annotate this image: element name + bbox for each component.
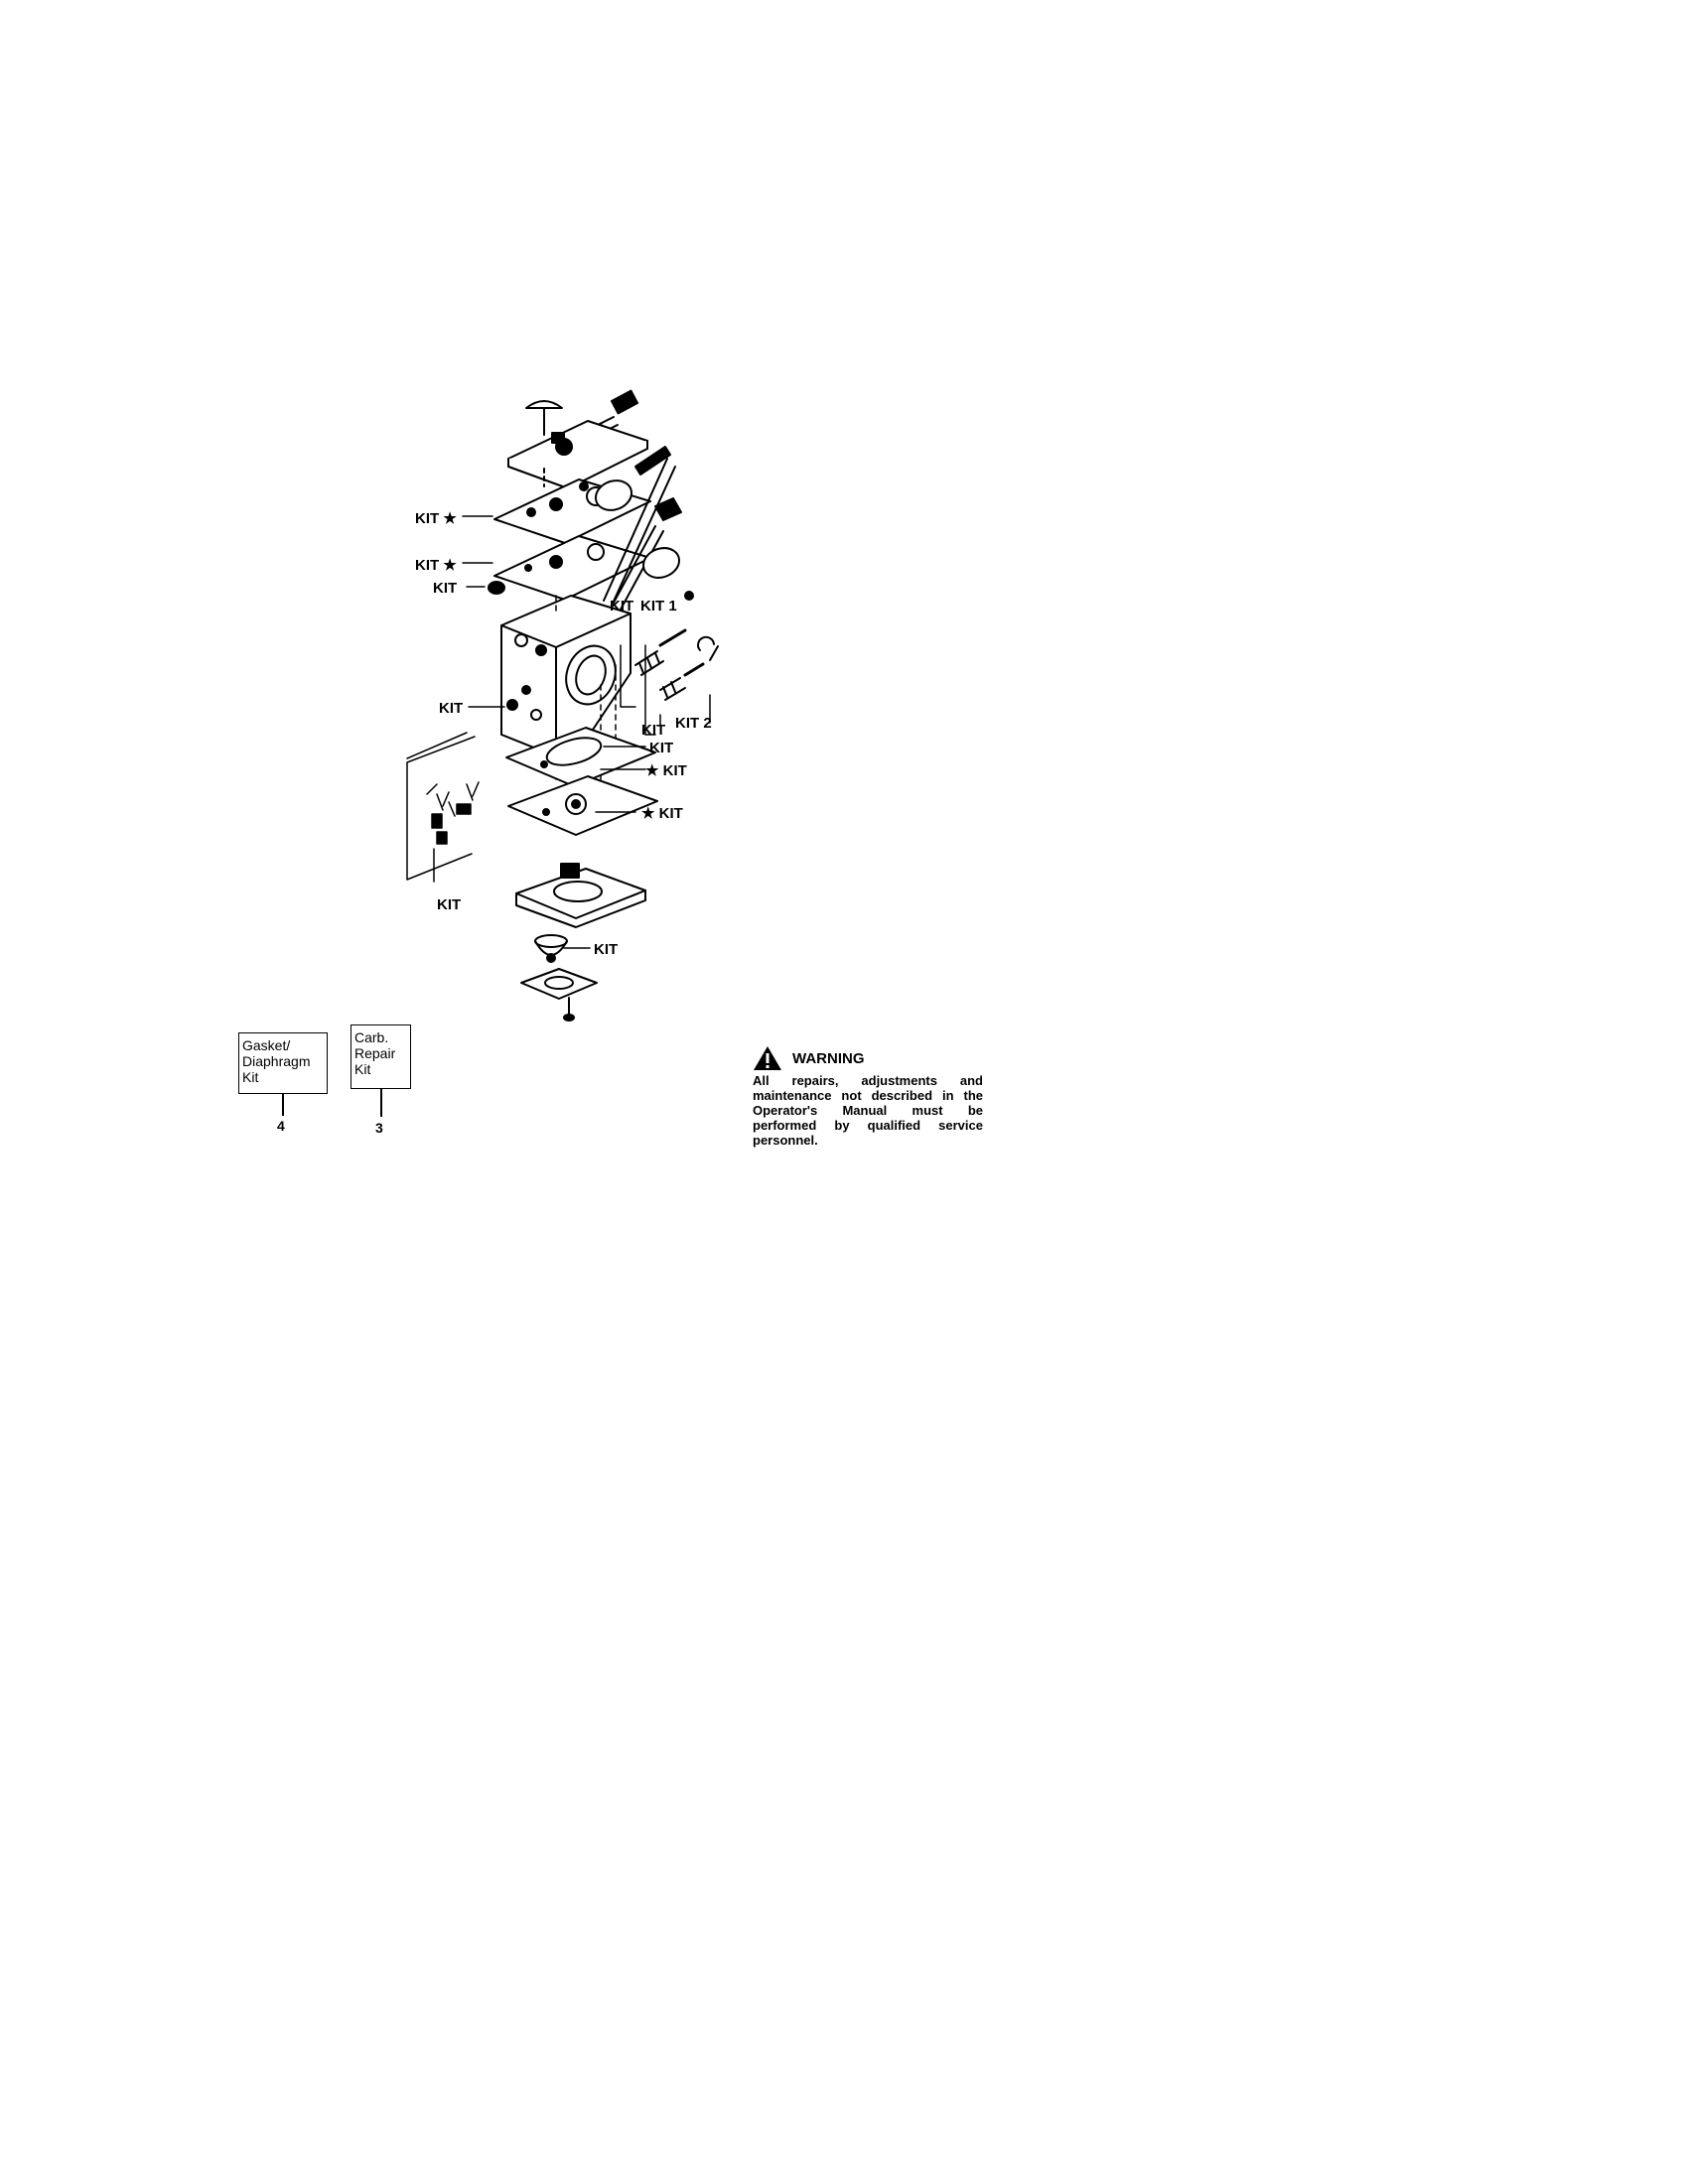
callout-kit-plug: KIT (433, 580, 457, 597)
metering-diaphragm (507, 775, 658, 836)
callout-kit-gasket-b: ★ KIT (645, 762, 687, 779)
choke-shaft (595, 497, 694, 641)
callout-kit-needle-group: KIT (610, 598, 633, 614)
kit-box-line: Diaphragm (242, 1053, 311, 1069)
warning-title: WARNING (792, 1049, 865, 1067)
kit-box-line: Kit (242, 1069, 259, 1085)
callout-kit-1: KIT 1 (640, 598, 677, 614)
warning-triangle-icon (754, 1046, 781, 1070)
callout-kit-2: KIT 2 (675, 715, 712, 732)
pump-diaphragm (493, 535, 651, 601)
primer-bulb (534, 934, 568, 963)
gasket-diaphragm-kit-box: Gasket/ Diaphragm Kit (238, 1032, 328, 1094)
kit-box-line: Kit (354, 1061, 371, 1077)
warning-notice: WARNING All repairs, adjustments and mai… (753, 1045, 983, 1148)
metering-cover (515, 863, 646, 928)
kit-box-line: Repair (354, 1045, 396, 1061)
top-screw (525, 400, 563, 436)
callout-kit-gasket-c: ★ KIT (641, 805, 683, 822)
carb-repair-kit-number: 3 (375, 1120, 383, 1136)
kit-box-line: Gasket/ (242, 1037, 291, 1053)
bottom-screw (563, 997, 575, 1022)
needle-valves (634, 628, 719, 701)
carburetor-body (500, 595, 632, 763)
callout-kit-top-diaphragm: KIT ★ (415, 557, 457, 574)
callout-kit-top-gasket: KIT ★ (415, 510, 457, 527)
pump-cover (507, 420, 648, 489)
lower-needle-kit (406, 736, 480, 881)
body-plug (506, 699, 518, 711)
callout-kit-ball: KIT (649, 740, 673, 756)
kit-box-line: Carb. (354, 1029, 389, 1045)
kit-box-leader (282, 1094, 284, 1116)
carb-repair-kit-box: Carb. Repair Kit (351, 1024, 411, 1089)
callout-kit-spring-a: KIT (641, 722, 665, 739)
warning-text: All repairs, adjustments and maintenance… (753, 1073, 983, 1148)
callout-kit-primer: KIT (594, 941, 618, 958)
callout-kit-lower-left: KIT (439, 700, 463, 717)
callout-kit-bracket: KIT (437, 896, 461, 913)
primer-retainer (520, 968, 598, 1000)
throttle-shaft (579, 446, 676, 607)
metering-gasket (505, 727, 656, 787)
kit-box-leader (380, 1089, 382, 1117)
gasket-diaphragm-kit-number: 4 (277, 1118, 285, 1134)
welch-plug (488, 581, 505, 595)
